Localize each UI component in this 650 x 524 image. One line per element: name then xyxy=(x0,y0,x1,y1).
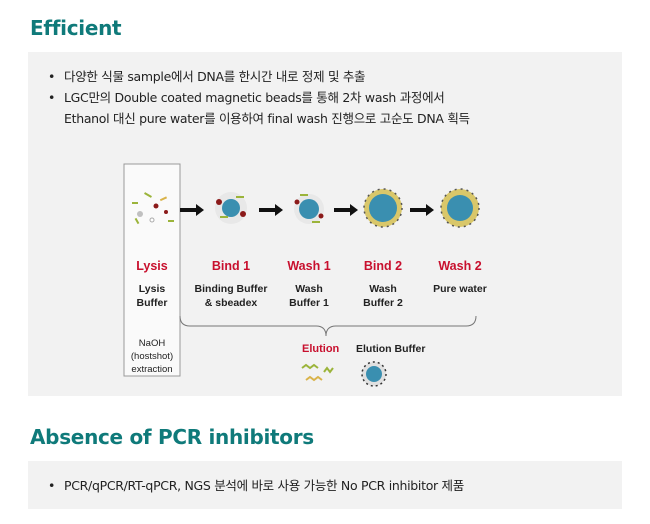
step-reagent-wash1-2: Buffer 1 xyxy=(289,297,329,309)
eluted-bead-icon xyxy=(361,361,387,387)
bullet-item: PCR/qPCR/RT-qPCR, NGS 분석에 바로 사용 가능한 No P… xyxy=(48,475,608,496)
steps-bracket xyxy=(179,315,477,337)
efficient-bullet-list: 다양한 식물 sample에서 DNA를 한시간 내로 정제 및 추출 LGC만… xyxy=(48,66,608,129)
arrow-icon xyxy=(180,204,204,216)
arrow-icon xyxy=(259,204,283,216)
bullet-item: LGC만의 Double coated magnetic beads를 통해 2… xyxy=(48,87,608,129)
bullet-text: LGC만의 Double coated magnetic beads를 통해 2… xyxy=(64,90,445,105)
lysis-note-line1: NaOH xyxy=(139,338,166,349)
step-label-lysis: Lysis xyxy=(136,259,168,273)
step-reagent-wash2: Pure water xyxy=(433,283,487,295)
wash2-bead-icon xyxy=(440,188,480,228)
efficient-content-box: 다양한 식물 sample에서 DNA를 한시간 내로 정제 및 추출 LGC만… xyxy=(28,52,622,396)
step-reagent-wash1: Wash xyxy=(295,283,323,295)
lysis-debris-icon xyxy=(132,192,174,225)
elution-buffer-label: Elution Buffer xyxy=(356,343,425,355)
step-label-bind2: Bind 2 xyxy=(364,259,402,273)
bullet-text: 다양한 식물 sample에서 DNA를 한시간 내로 정제 및 추출 xyxy=(64,69,366,84)
pcr-bullet-list: PCR/qPCR/RT-qPCR, NGS 분석에 바로 사용 가능한 No P… xyxy=(48,475,608,496)
arrow-icon xyxy=(410,204,434,216)
lysis-note-line2: (hostshot) xyxy=(131,351,173,362)
lysis-note-line3: extraction xyxy=(131,364,172,375)
pcr-inhibitors-content-box: PCR/qPCR/RT-qPCR, NGS 분석에 바로 사용 가능한 No P… xyxy=(28,461,622,509)
step-reagent-lysis: Lysis xyxy=(139,283,166,295)
section-title-efficient: Efficient xyxy=(30,16,122,40)
step-reagent-lysis-2: Buffer xyxy=(137,297,168,309)
process-arrows xyxy=(180,204,434,216)
step-reagent-bind1-2: & sbeadex xyxy=(205,297,258,309)
bullet-item: 다양한 식물 sample에서 DNA를 한시간 내로 정제 및 추출 xyxy=(48,66,608,87)
step-label-bind1: Bind 1 xyxy=(212,259,250,273)
step-reagent-bind2-2: Buffer 2 xyxy=(363,297,403,309)
elution-label: Elution xyxy=(302,343,340,355)
dna-extraction-process-diagram: Lysis Bind 1 Wash 1 Bind 2 Wash 2 Lysis … xyxy=(123,163,487,387)
lysis-column-box xyxy=(123,163,181,377)
step-reagent-bind1: Binding Buffer xyxy=(195,283,268,295)
step-label-wash1: Wash 1 xyxy=(287,259,330,273)
bind1-bead-icon xyxy=(215,192,247,224)
bind2-bead-icon xyxy=(363,188,403,228)
step-reagent-bind2: Wash xyxy=(369,283,397,295)
wash1-bead-icon xyxy=(294,194,324,224)
arrow-icon xyxy=(334,204,358,216)
section-title-absence-of-pcr-inhibitors: Absence of PCR inhibitors xyxy=(30,425,314,449)
bullet-text-continuation: Ethanol 대신 pure water를 이용하여 final wash 진… xyxy=(64,111,470,126)
bullet-text: PCR/qPCR/RT-qPCR, NGS 분석에 바로 사용 가능한 No P… xyxy=(64,478,464,493)
step-label-wash2: Wash 2 xyxy=(438,259,481,273)
eluted-dna-icon xyxy=(301,363,334,382)
